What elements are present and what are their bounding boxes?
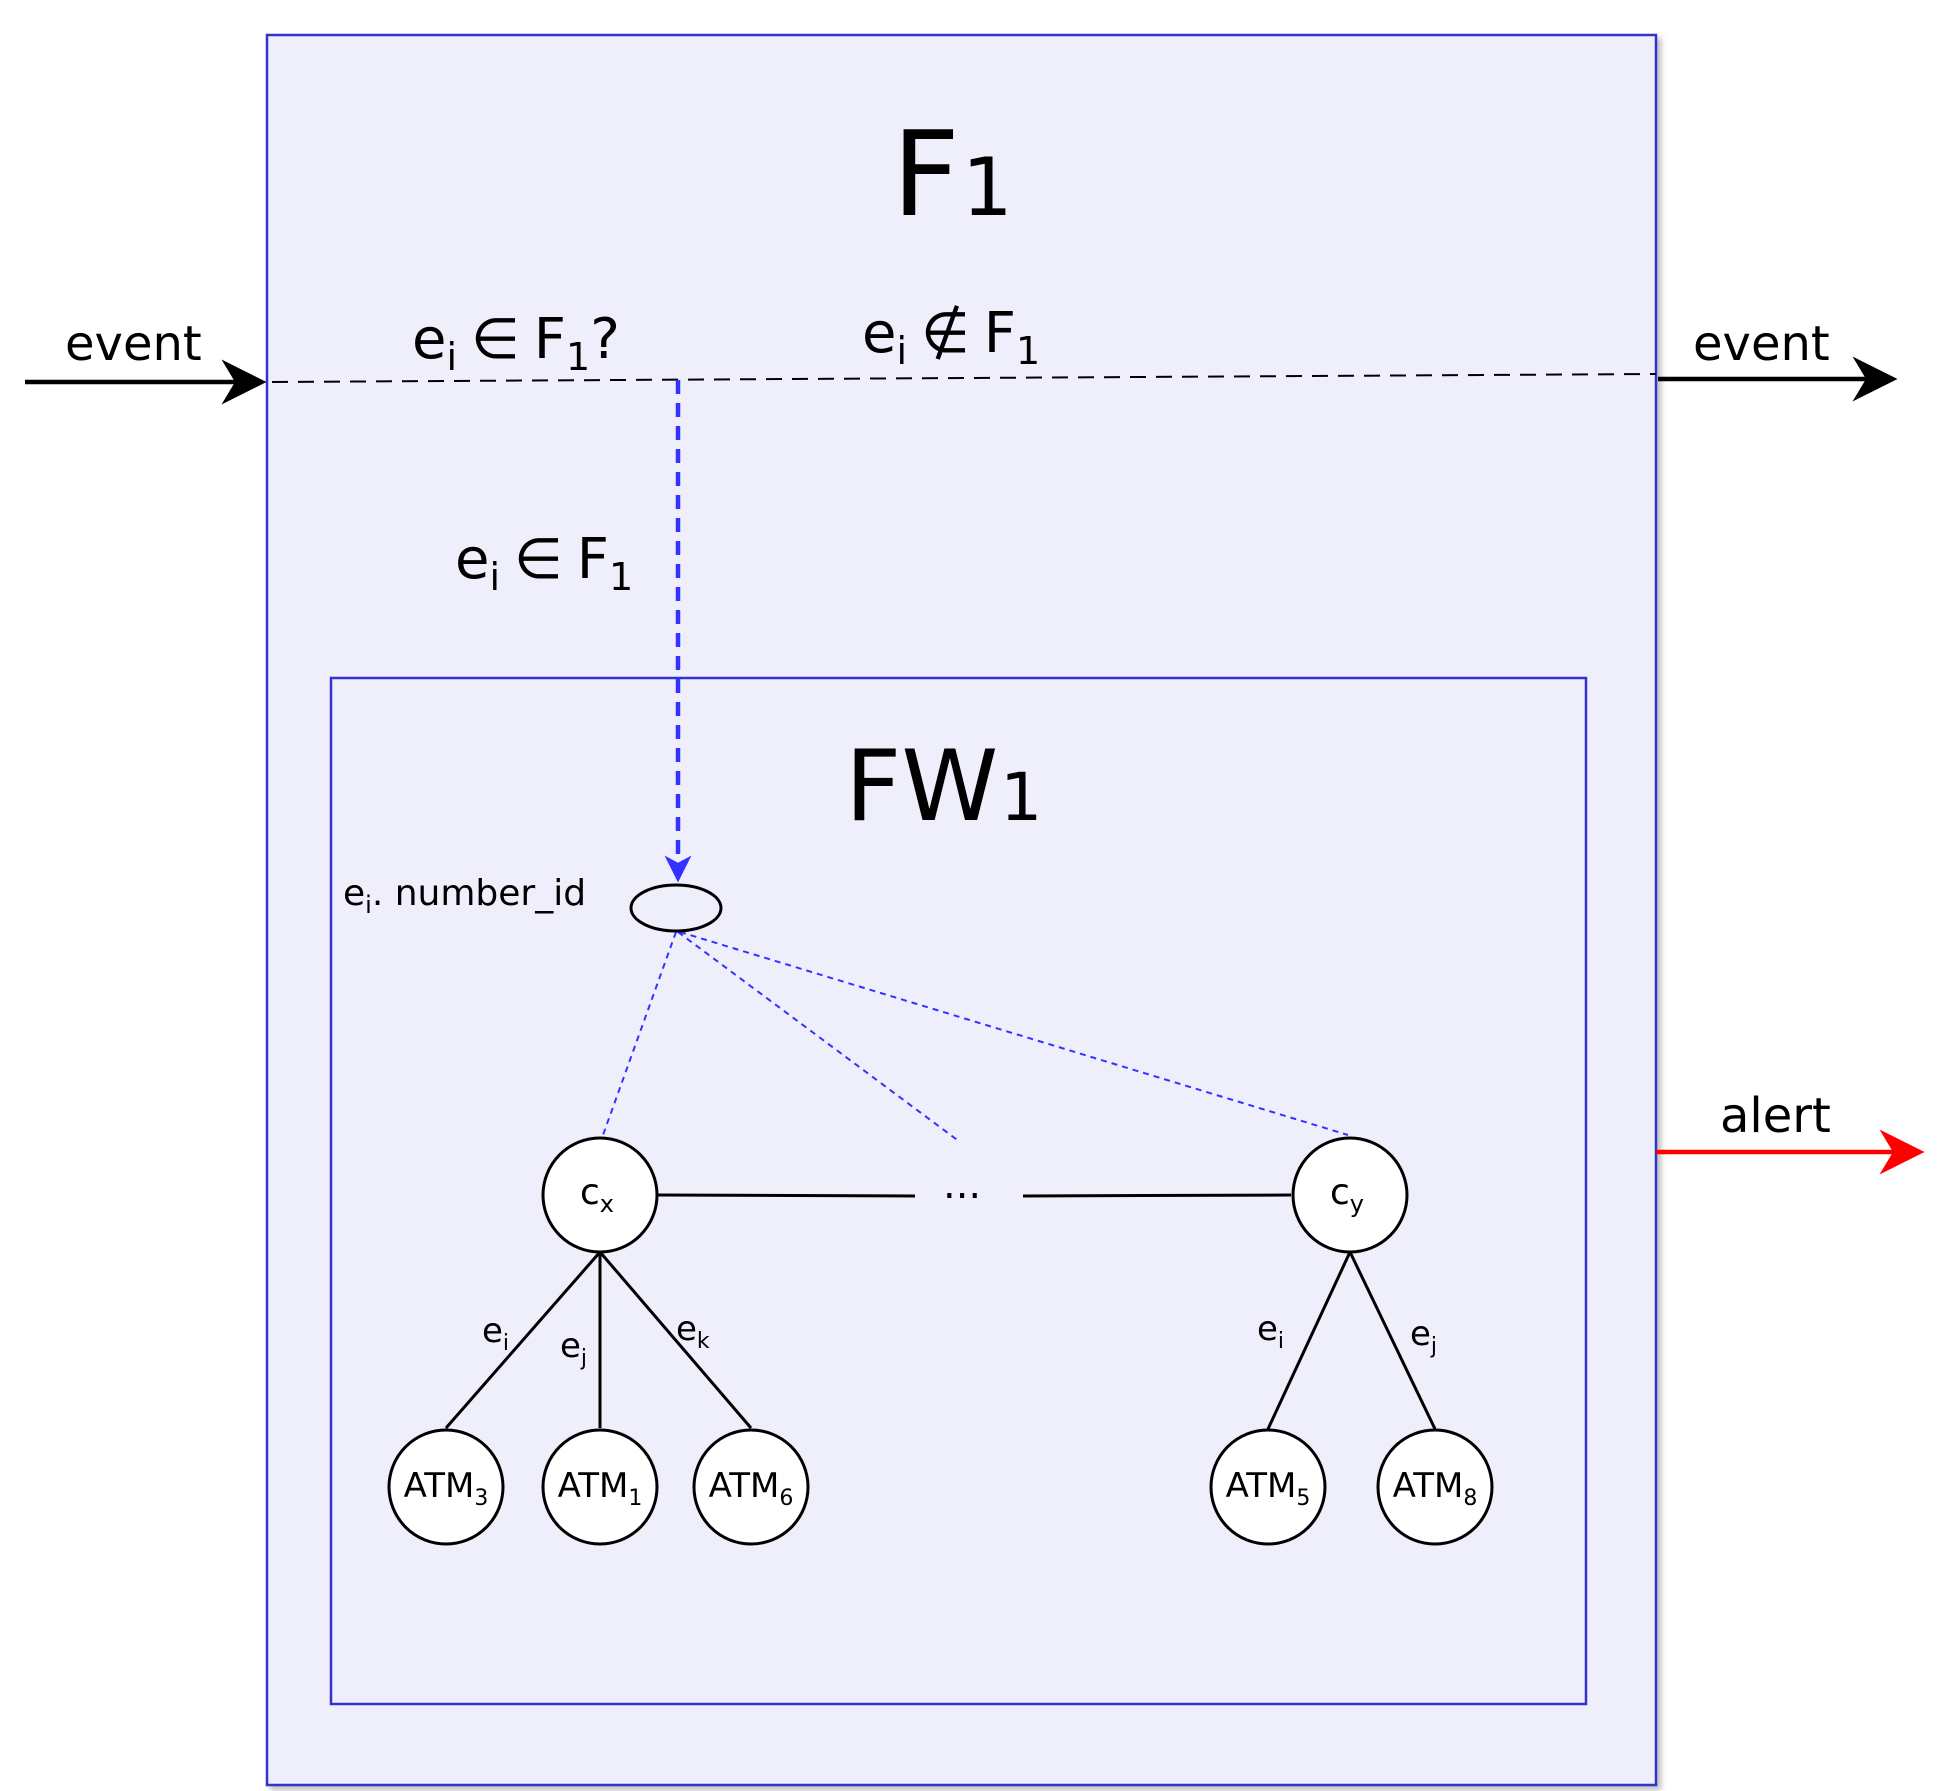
- root-node: [629, 883, 723, 933]
- outgoing-event-label: event: [1693, 316, 1830, 372]
- atm-node-8: [1376, 1428, 1494, 1546]
- cy-edge-label-j: ej: [1410, 1314, 1437, 1359]
- ellipsis-label: ...: [943, 1162, 981, 1208]
- cx-edge-i: [444, 1251, 602, 1429]
- root-link-cx: [602, 931, 677, 1136]
- atm-node-6-label: ATM6: [709, 1466, 794, 1511]
- cy-edge-i: [1266, 1251, 1352, 1430]
- incoming-event-label: event: [65, 316, 202, 372]
- member-label: ei∈F1: [455, 527, 633, 599]
- root-node-label: ei. number_id: [343, 873, 586, 919]
- cx-connector: [656, 1193, 916, 1198]
- alert-label: alert: [1720, 1088, 1831, 1144]
- cy-edge-label-i: ei: [1257, 1309, 1284, 1354]
- atm-node-3: [387, 1428, 505, 1546]
- cx-edge-label-i: ei: [482, 1311, 509, 1356]
- atm-node-5: [1209, 1428, 1327, 1546]
- cx-edge-label-k: ek: [676, 1309, 710, 1354]
- pass-through-dashed-line: [271, 373, 1657, 383]
- cy-node: [1291, 1136, 1409, 1254]
- root-link-middle: [677, 931, 961, 1143]
- cx-node-label: cx: [580, 1172, 614, 1218]
- atm-node-5-label: ATM5: [1226, 1466, 1311, 1511]
- atm-node-1: [541, 1428, 659, 1546]
- cy-connector: [1022, 1193, 1292, 1198]
- atm-node-6: [692, 1428, 810, 1546]
- not-member-label: ei∉F1: [862, 301, 1040, 373]
- cy-node-label: cy: [1330, 1172, 1364, 1218]
- atm-node-1-label: ATM1: [558, 1466, 643, 1511]
- cx-node: [541, 1136, 659, 1254]
- atm-node-8-label: ATM8: [1393, 1466, 1478, 1511]
- cy-edge-j: [1348, 1251, 1437, 1430]
- atm-node-3-label: ATM3: [404, 1466, 489, 1511]
- cx-edge-label-j: ej: [560, 1326, 587, 1371]
- inner-frame-title: FW1: [845, 730, 1042, 844]
- membership-query-label: ei∈F1?: [412, 307, 620, 379]
- cx-edge-k: [598, 1251, 753, 1429]
- outer-frame-title: F1: [892, 105, 1013, 243]
